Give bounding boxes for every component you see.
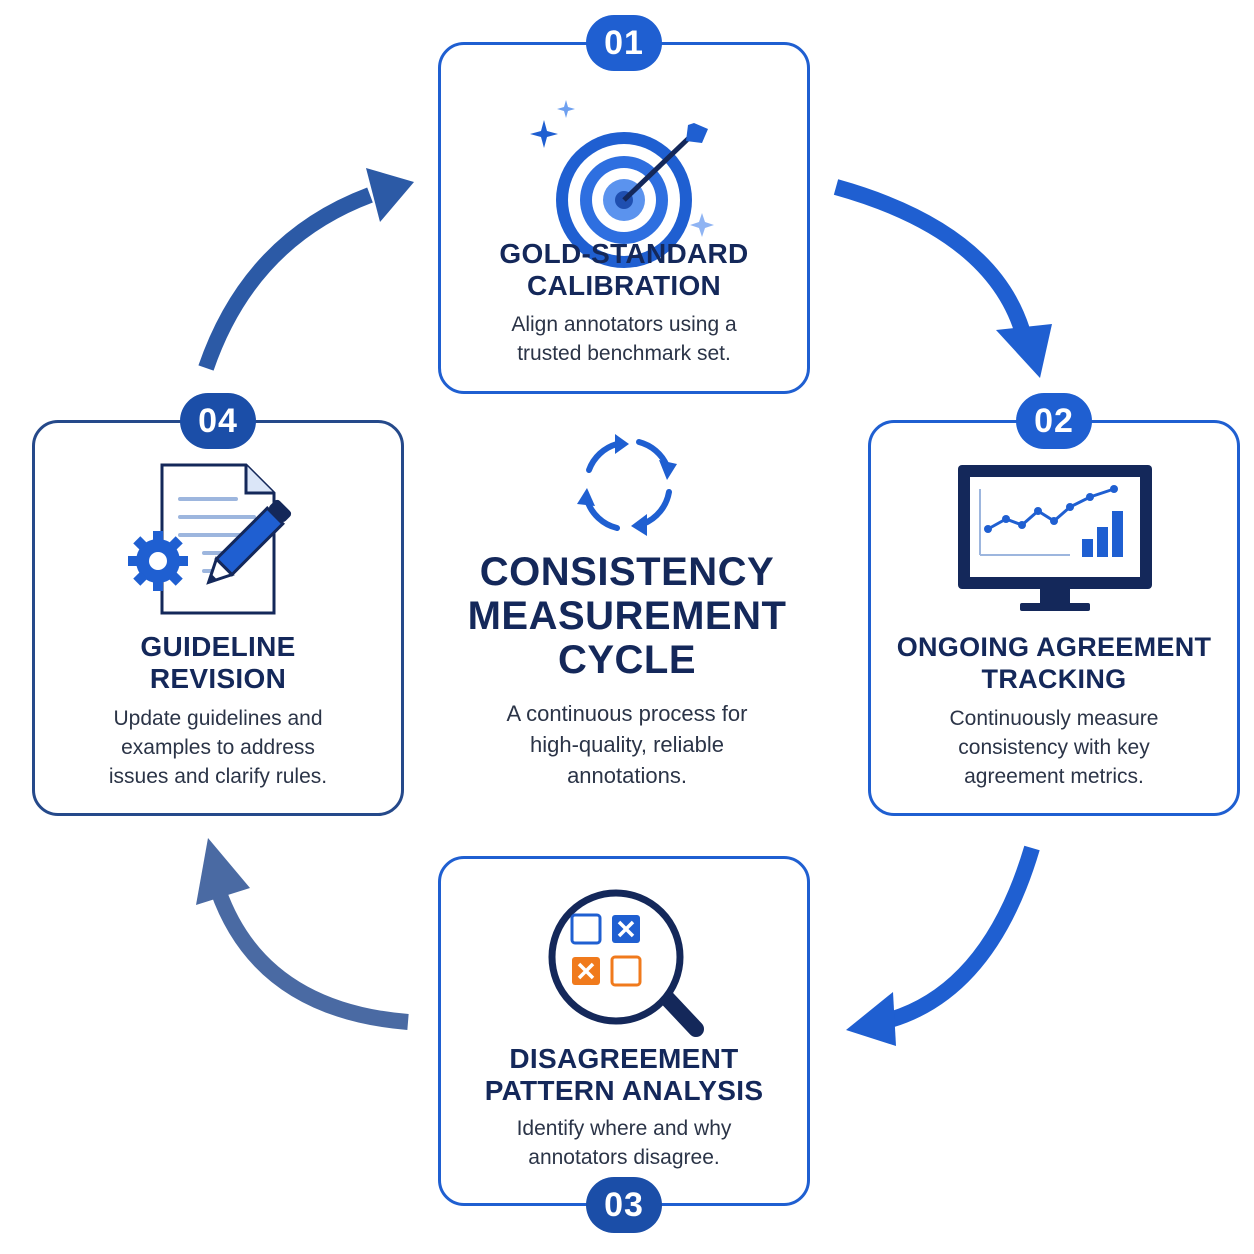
step-number-badge: 01 (586, 15, 662, 71)
step-title: DISAGREEMENT PATTERN ANALYSIS (484, 1043, 764, 1106)
monitor-chart-icon (871, 463, 1237, 623)
arrowhead-4-to-1 (366, 168, 414, 222)
cycle-center: CONSISTENCY MEASUREMENT CYCLE A continuo… (440, 420, 814, 800)
arrow-1-to-2 (833, 179, 1030, 333)
step-number-badge: 02 (1016, 393, 1092, 449)
step-description: Update guidelines and examples to addres… (108, 707, 328, 788)
step-description: Align annotators using a trusted benchma… (511, 313, 737, 365)
step-title: GUIDELINE REVISION (140, 631, 296, 694)
arrowhead-3-to-4 (196, 838, 250, 905)
cycle-description: A continuous process for high-quality, r… (506, 701, 748, 788)
step-number-badge: 03 (586, 1177, 662, 1233)
arrow-2-to-3 (887, 845, 1040, 1028)
step-card-calibration: 01 GOLD-STANDARD CALIBRATION Align annot… (438, 15, 810, 394)
cycle-title: CONSISTENCY MEASUREMENT CYCLE (467, 550, 787, 682)
step-number-badge: 04 (180, 393, 256, 449)
step-card-agreement-tracking: 02 ONGOING AGREEMENT TRACKING Continuous… (868, 393, 1240, 816)
arrowhead-1-to-2 (996, 324, 1052, 378)
arrow-4-to-1 (198, 187, 373, 371)
step-description: Continuously measure consistency with ke… (949, 707, 1159, 788)
cycle-arrows-icon (440, 430, 814, 540)
document-edit-icon (35, 461, 401, 621)
arrow-3-to-4 (210, 887, 409, 1030)
magnifier-grid-icon (441, 887, 807, 1047)
target-icon (441, 95, 807, 275)
step-card-guideline-revision: 04 (32, 393, 404, 816)
arrowhead-2-to-3 (846, 992, 896, 1046)
step-title: GOLD-STANDARD CALIBRATION (499, 238, 749, 301)
step-description: Identify where and why annotators disagr… (516, 1117, 732, 1169)
step-card-disagreement-analysis: 03 DISAGREEMENT PATTERN ANALYSIS Identif… (438, 856, 810, 1233)
step-title: ONGOING AGREEMENT TRACKING (896, 632, 1212, 694)
